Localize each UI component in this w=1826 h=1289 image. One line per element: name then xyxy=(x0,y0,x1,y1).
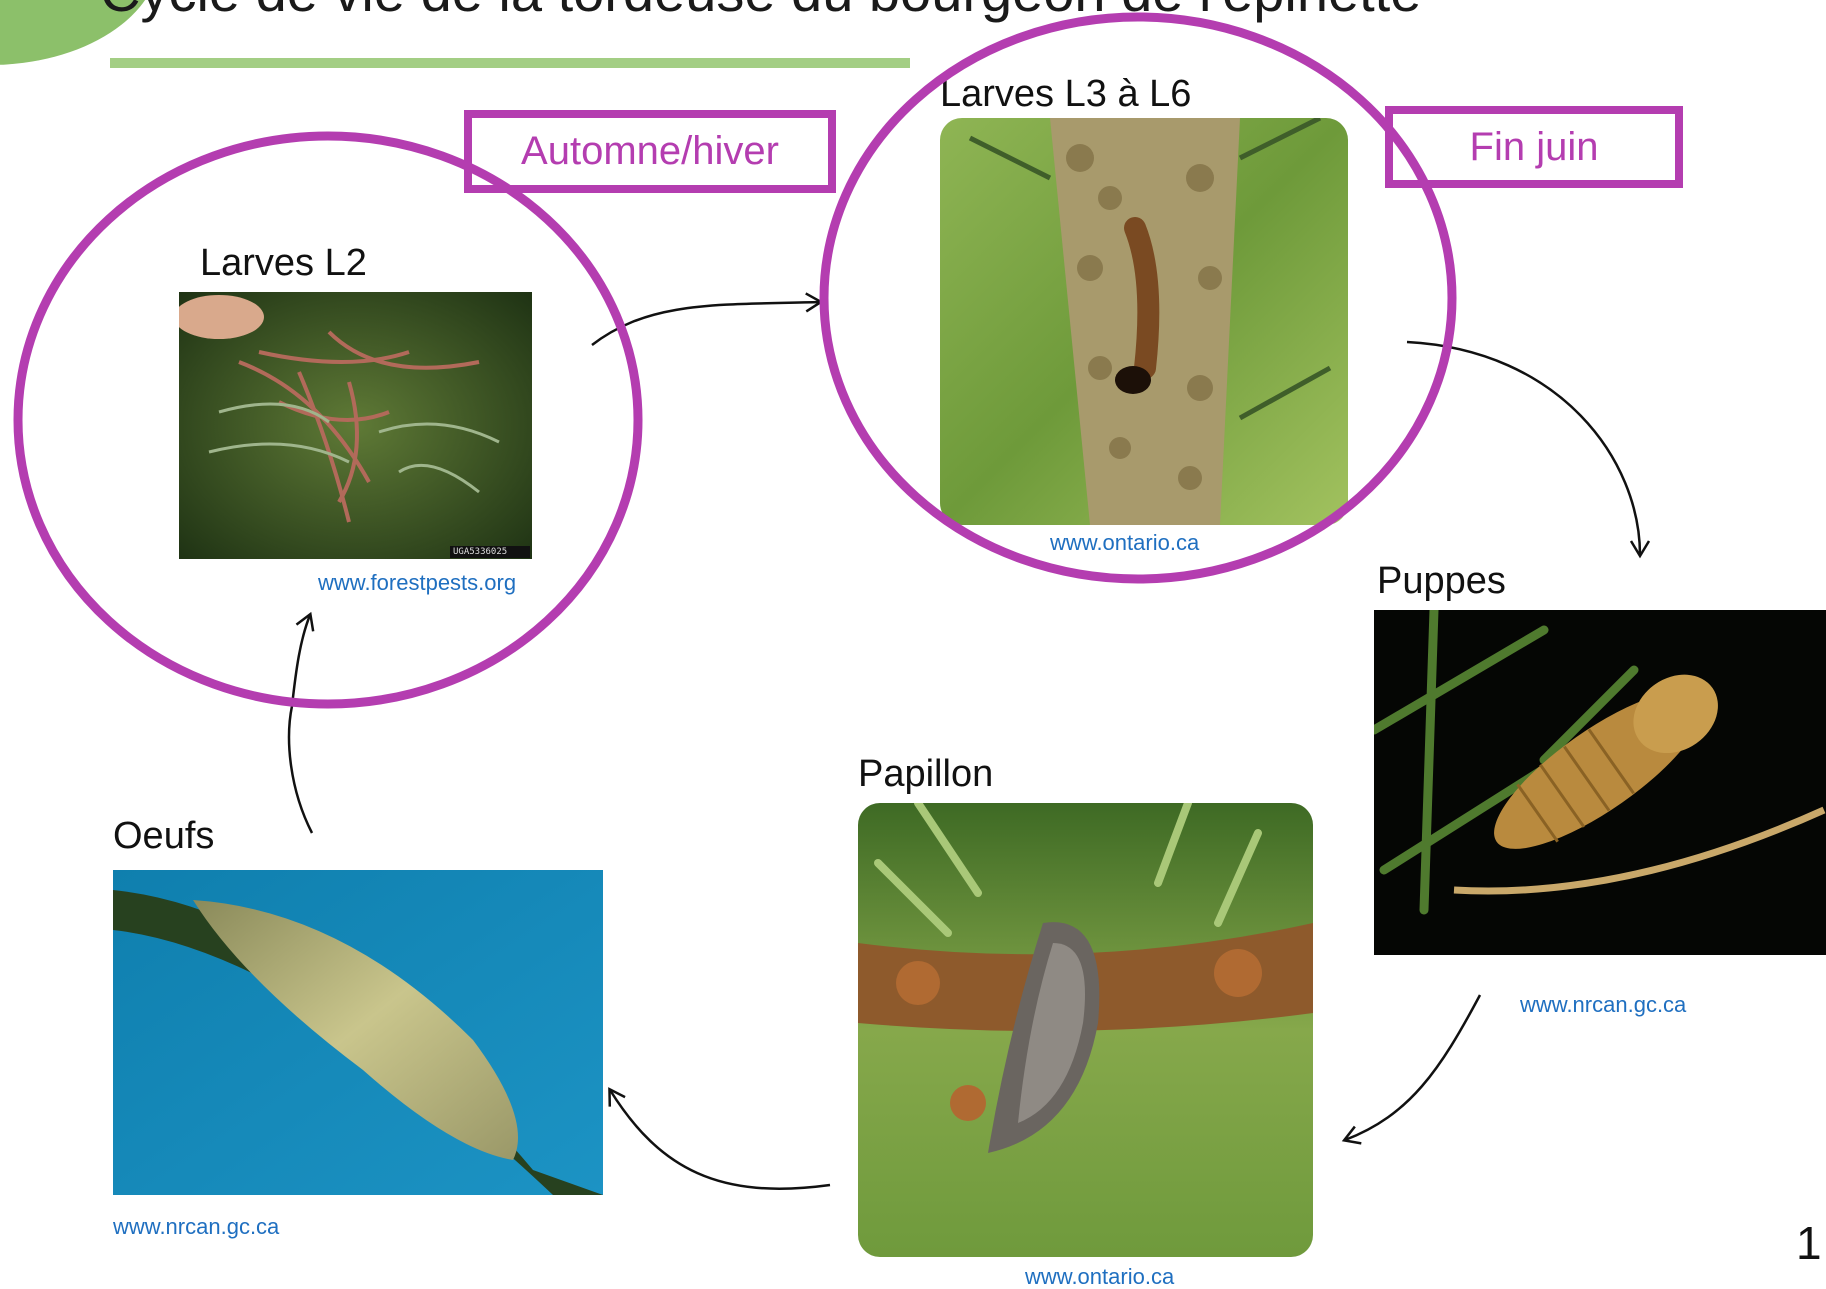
season-tag-autumn-winter: Automne/hiver xyxy=(464,110,836,193)
stage-label-larves-l3-l6: Larves L3 à L6 xyxy=(940,75,1191,113)
photo-id-text: UGA5336025 xyxy=(453,547,507,557)
photo-papillon xyxy=(858,803,1313,1257)
photo-larves-l3-l6 xyxy=(940,118,1348,525)
photo-larves-l2: UGA5336025 xyxy=(179,292,532,559)
arrow-oeufs-to-l2 xyxy=(289,615,312,833)
credit-link-larves-l2[interactable]: www.forestpests.org xyxy=(318,572,516,594)
slide-title: Cycle de vie de la tordeuse du bourgeon … xyxy=(100,0,1421,20)
arrow-l2-to-l3 xyxy=(592,302,820,345)
credit-link-puppes[interactable]: www.nrcan.gc.ca xyxy=(1520,994,1686,1016)
arrow-puppes-to-papillon xyxy=(1345,995,1480,1140)
header-divider xyxy=(110,58,910,68)
page-number: 1 xyxy=(1796,1220,1822,1266)
credit-link-larves-l3-l6[interactable]: www.ontario.ca xyxy=(1050,532,1199,554)
stage-label-papillon: Papillon xyxy=(858,755,993,793)
credit-link-papillon[interactable]: www.ontario.ca xyxy=(1025,1266,1174,1288)
credit-link-oeufs[interactable]: www.nrcan.gc.ca xyxy=(113,1216,279,1238)
arrow-l3-to-puppes xyxy=(1407,342,1640,555)
arrow-papillon-to-oeufs xyxy=(610,1090,830,1189)
season-tag-late-june: Fin juin xyxy=(1385,106,1683,188)
photo-puppes xyxy=(1374,610,1826,955)
photo-oeufs xyxy=(113,870,603,1195)
stage-label-larves-l2: Larves L2 xyxy=(200,244,367,282)
stage-label-puppes: Puppes xyxy=(1377,562,1506,600)
stage-label-oeufs: Oeufs xyxy=(113,817,214,855)
